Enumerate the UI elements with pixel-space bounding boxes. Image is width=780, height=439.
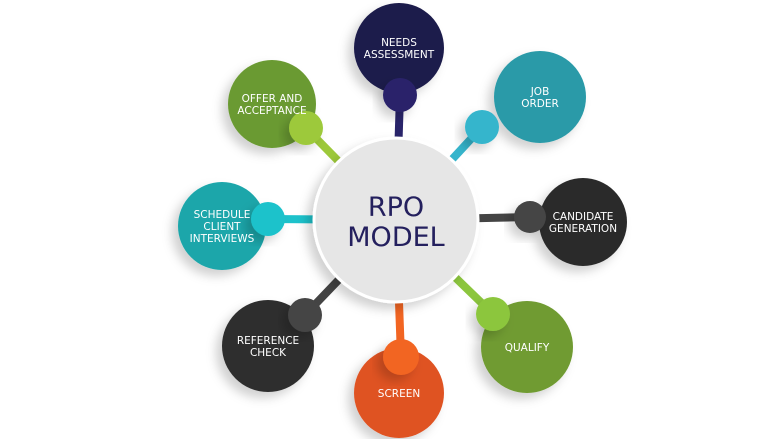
center-label-line-1: RPO (368, 192, 424, 223)
screen-label-line: SCREEN (378, 388, 420, 400)
candidate-generation-connector-knob (514, 201, 546, 233)
candidate-generation-label-line: CANDIDATE (553, 211, 614, 223)
schedule-client-interviews-circle (178, 182, 266, 270)
needs-assessment-connector-knob (383, 78, 417, 112)
qualify-label-line: QUALIFY (505, 342, 550, 354)
reference-check-label-line: CHECK (250, 347, 287, 359)
node-screen: SCREEN (354, 339, 444, 438)
needs-assessment-circle (354, 3, 444, 93)
offer-and-acceptance-connector-knob (289, 111, 323, 145)
qualify-connector-knob (476, 297, 510, 331)
node-qualify: QUALIFY (476, 297, 573, 393)
candidate-generation-circle (539, 178, 627, 266)
job-order-label-line: ORDER (521, 98, 559, 110)
job-order-circle (494, 51, 586, 143)
schedule-client-interviews-label-line: CLIENT (203, 221, 241, 233)
reference-check-connector-knob (288, 298, 322, 332)
job-order-label-line: JOB (530, 86, 550, 98)
needs-assessment-label-line: NEEDS (381, 37, 417, 49)
job-order-connector-knob (465, 110, 499, 144)
screen-circle (354, 348, 444, 438)
needs-assessment-label-line: ASSESSMENT (364, 49, 435, 61)
schedule-client-interviews-label-line: INTERVIEWS (190, 233, 255, 245)
offer-and-acceptance-label-line: ACCEPTANCE (237, 105, 306, 117)
center-node: RPO MODEL (312, 136, 480, 304)
schedule-client-interviews-connector-knob (251, 202, 285, 236)
candidate-generation-label-line: GENERATION (549, 223, 617, 235)
center-label-line-2: MODEL (347, 222, 444, 253)
center-circle (312, 136, 480, 304)
reference-check-label-line: REFERENCE (237, 335, 299, 347)
schedule-client-interviews-label-line: SCHEDULE (194, 209, 251, 221)
offer-and-acceptance-label-line: OFFER AND (242, 93, 303, 105)
screen-connector-knob (383, 339, 419, 375)
